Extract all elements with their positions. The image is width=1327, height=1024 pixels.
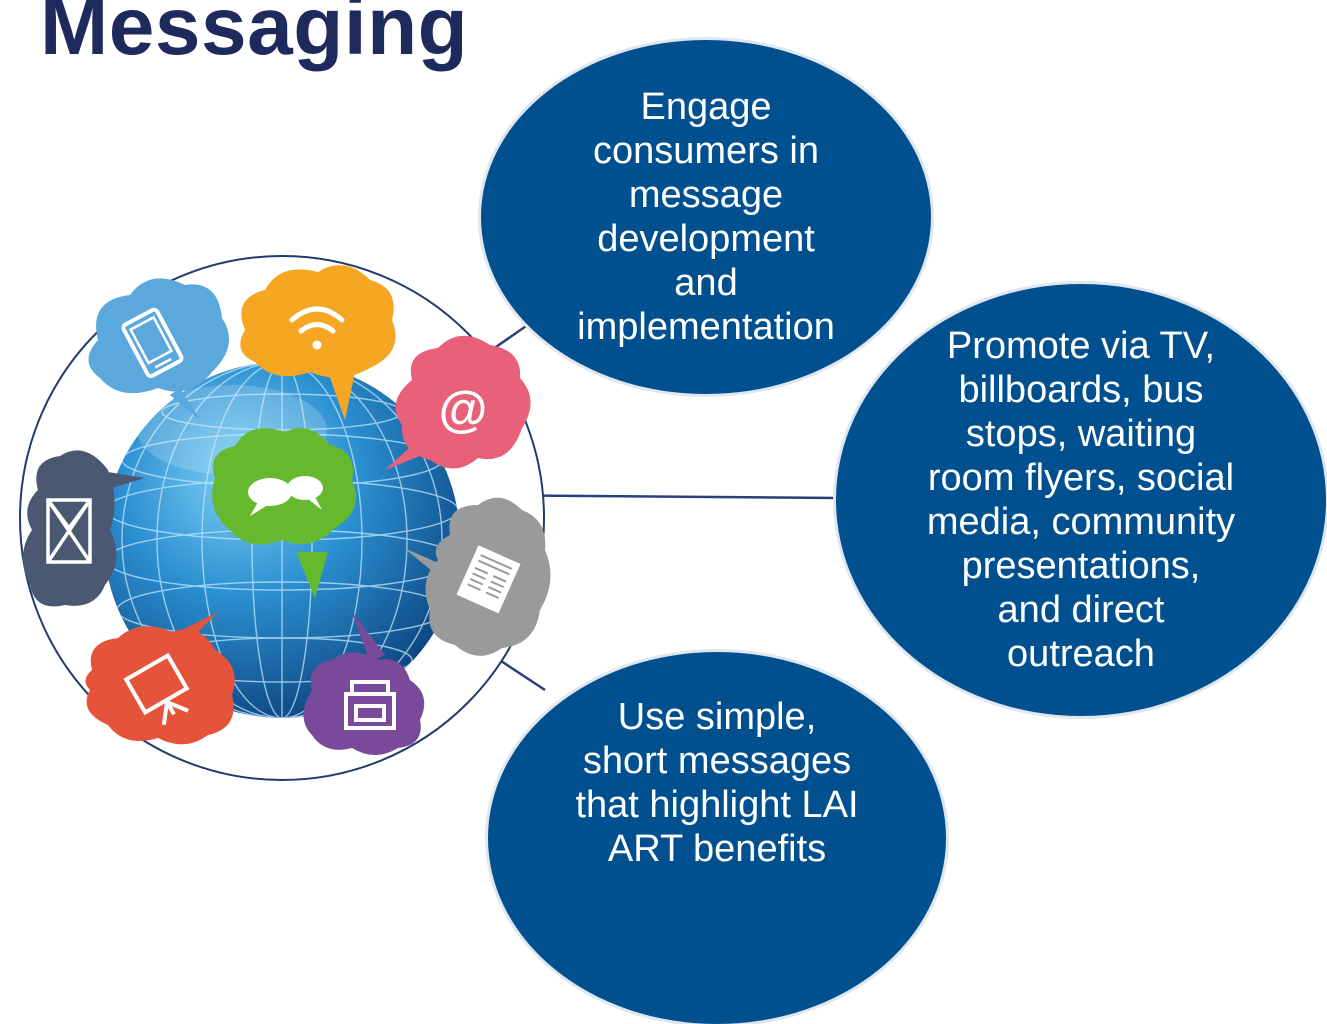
- envelope-icon: [46, 498, 92, 564]
- page-title: Messaging: [40, 0, 469, 72]
- wifi-cloud: [240, 265, 396, 420]
- at-sign-icon: @: [439, 381, 488, 437]
- bubble-promote-channels-text: Promote via TV, billboards, bus stops, w…: [926, 325, 1236, 675]
- presentation-cloud: [85, 612, 235, 745]
- mail-cloud: [22, 450, 145, 607]
- printer-icon: [344, 680, 396, 730]
- email-cloud: @: [385, 335, 531, 470]
- presentation-icon: [123, 652, 190, 725]
- phone-icon: [121, 307, 184, 378]
- printer-cloud: [303, 612, 425, 755]
- bubble-engage-consumers: Engage consumers in message development …: [481, 40, 931, 394]
- bubble-engage-consumers-text: Engage consumers in message development …: [577, 86, 835, 348]
- phone-cloud: [88, 278, 230, 420]
- newspaper-icon: [456, 545, 521, 614]
- chat-cloud: [212, 428, 356, 598]
- chat-icon: [248, 476, 323, 516]
- bubble-simple-messages-text: Use simple, short messages that highligh…: [575, 696, 859, 870]
- wifi-icon: [289, 306, 345, 350]
- news-cloud: [404, 497, 551, 656]
- bubble-promote-channels: Promote via TV, billboards, bus stops, w…: [836, 284, 1326, 716]
- bubble-simple-messages: Use simple, short messages that highligh…: [488, 652, 946, 1024]
